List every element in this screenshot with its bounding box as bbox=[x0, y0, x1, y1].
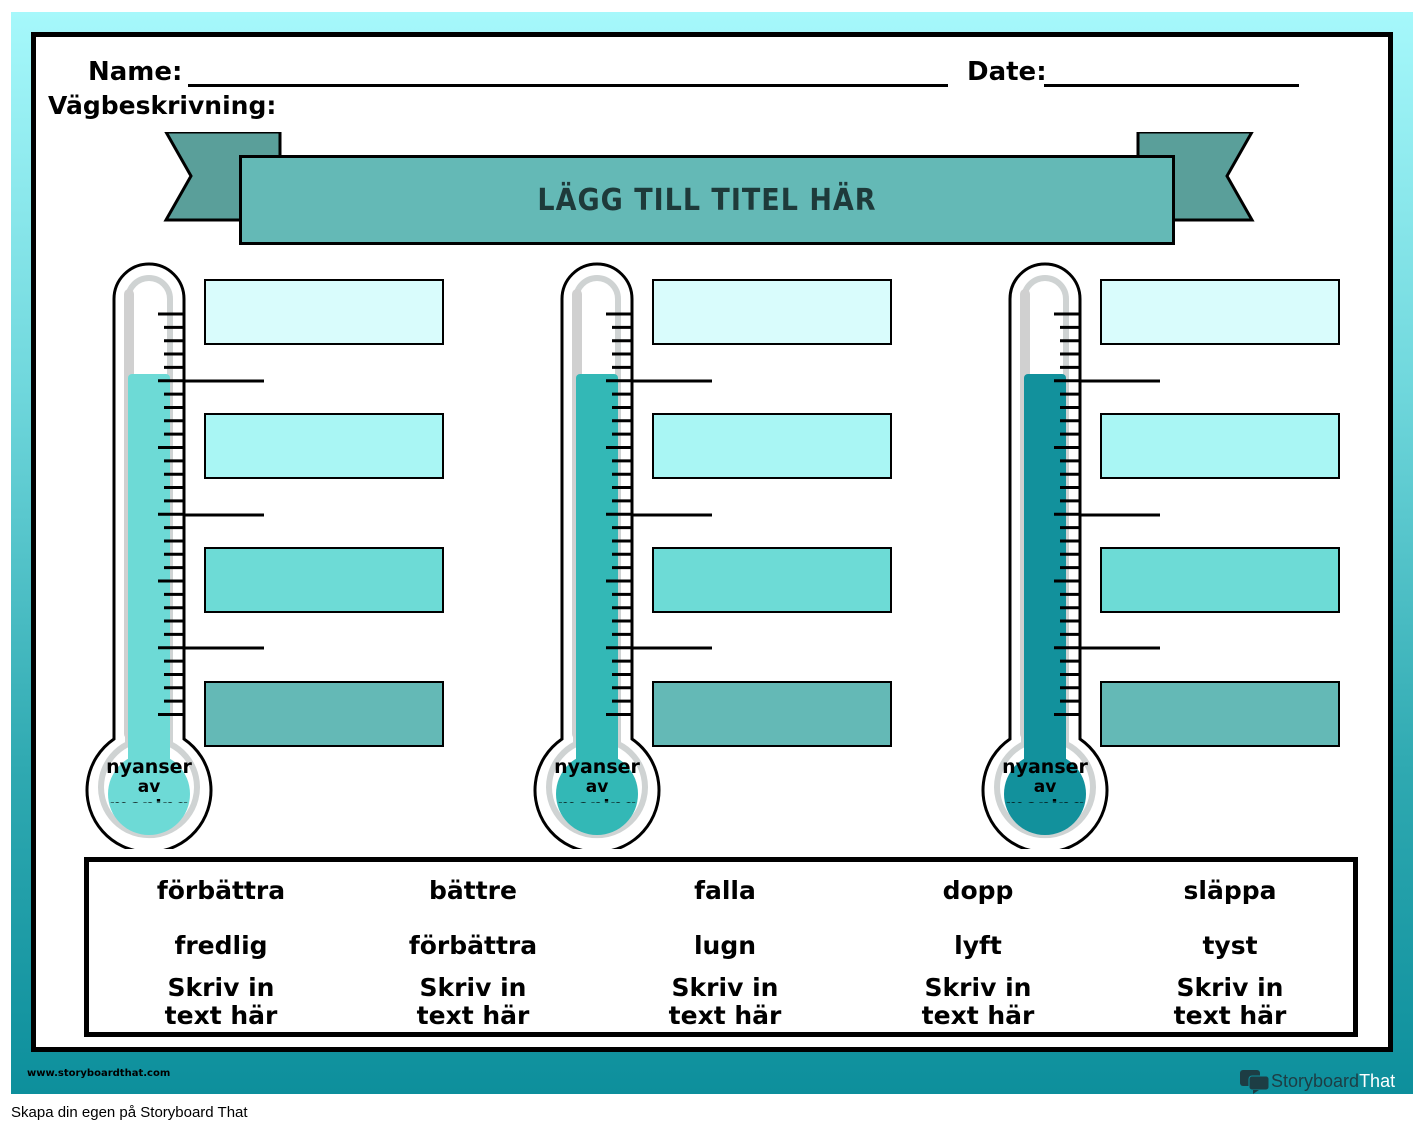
word-bank-row2-item-1: fredlig bbox=[174, 931, 268, 960]
thermometer-2 bbox=[533, 262, 712, 849]
word-bank-row1-item-2: bättre bbox=[429, 876, 517, 905]
mercury-column bbox=[1024, 374, 1066, 764]
thermometer-3 bbox=[981, 262, 1160, 849]
bulb-label-line2: av bbox=[1033, 777, 1057, 797]
word-bank-row2-item-3: lugn bbox=[693, 931, 757, 960]
thermometer-2-box-3[interactable] bbox=[652, 547, 892, 613]
thermometer-3-bulb-label[interactable]: nyanseravmening bbox=[970, 757, 1120, 803]
name-label: Name: bbox=[88, 57, 183, 87]
word-bank-row3-item-1[interactable]: Skriv in text här bbox=[164, 973, 278, 1030]
word-bank-row1-item-4: dopp bbox=[942, 876, 1014, 905]
bulb-label-line1: nyanser bbox=[1002, 757, 1088, 778]
bulb-label-line3: mening bbox=[74, 797, 224, 803]
word-bank-row1-item-5: släppa bbox=[1183, 876, 1277, 905]
thermometer-2-box-2[interactable] bbox=[652, 413, 892, 479]
date-label: Date: bbox=[967, 57, 1047, 87]
worksheet-title[interactable]: LÄGG TILL TITEL HÄR bbox=[537, 182, 877, 218]
bulb-label-line3: mening bbox=[522, 797, 672, 803]
footer-url[interactable]: www.storyboardthat.com bbox=[27, 1068, 171, 1079]
word-bank-row3-item-4[interactable]: Skriv in text här bbox=[921, 973, 1035, 1030]
bulb-label-line2: av bbox=[585, 777, 609, 797]
word-bank-row2-item-5: tyst bbox=[1202, 931, 1258, 960]
worksheet-page: Name: Date: Vägbeskrivning: LÄGG TILL TI… bbox=[31, 32, 1393, 1052]
word-bank-row3-item-3[interactable]: Skriv in text här bbox=[668, 973, 782, 1030]
word-bank-row1-item-3: falla bbox=[694, 876, 756, 905]
bulb-label-line1: nyanser bbox=[554, 757, 640, 778]
date-line[interactable] bbox=[1044, 84, 1299, 87]
thermometer-3-box-1[interactable] bbox=[1100, 279, 1340, 345]
thermometer-3-box-3[interactable] bbox=[1100, 547, 1340, 613]
thermometer-1 bbox=[85, 262, 264, 849]
word-bank: förbättra bättre falla dopp släppa fredlig för… bbox=[84, 857, 1358, 1037]
thermometer-3-box-4[interactable] bbox=[1100, 681, 1340, 747]
name-line[interactable] bbox=[188, 84, 948, 87]
speech-bubbles-icon bbox=[1240, 1070, 1270, 1094]
word-bank-row3-item-5[interactable]: Skriv in text här bbox=[1173, 973, 1287, 1030]
mercury-column bbox=[128, 374, 170, 764]
word-bank-row2-item-2: förbättra bbox=[408, 931, 538, 960]
thermometer-1-box-4[interactable] bbox=[204, 681, 444, 747]
thermometer-1-box-1[interactable] bbox=[204, 279, 444, 345]
word-bank-row2-item-4: lyft bbox=[954, 931, 1002, 960]
thermometer-2-bulb-label[interactable]: nyanseravmening bbox=[522, 757, 672, 803]
brand-that: That bbox=[1359, 1070, 1396, 1091]
bulb-label-line1: nyanser bbox=[106, 757, 192, 778]
mercury-bulb bbox=[108, 753, 190, 835]
thermometer-2-box-4[interactable] bbox=[652, 681, 892, 747]
thermometer-1-bulb-label[interactable]: nyanseravmening bbox=[74, 757, 224, 803]
bulb-label-line2: av bbox=[137, 777, 161, 797]
mercury-bulb bbox=[1004, 753, 1086, 835]
mercury-bulb bbox=[556, 753, 638, 835]
title-banner bbox=[239, 155, 1175, 245]
word-bank-row3-item-2[interactable]: Skriv in text här bbox=[416, 973, 530, 1030]
brand-story: Storyboard bbox=[1271, 1070, 1360, 1091]
bulb-label-line3: mening bbox=[970, 797, 1120, 803]
thermometer-1-box-2[interactable] bbox=[204, 413, 444, 479]
page-caption: Skapa din egen på Storyboard That bbox=[11, 1104, 248, 1121]
thermometer-2-box-1[interactable] bbox=[652, 279, 892, 345]
word-bank-row1-item-1: förbättra bbox=[156, 876, 286, 905]
mercury-column bbox=[576, 374, 618, 764]
worksheet-background: Name: Date: Vägbeskrivning: LÄGG TILL TI… bbox=[11, 12, 1413, 1094]
thermometer-1-box-3[interactable] bbox=[204, 547, 444, 613]
thermometer-3-box-2[interactable] bbox=[1100, 413, 1340, 479]
directions-label: Vägbeskrivning: bbox=[48, 91, 277, 120]
